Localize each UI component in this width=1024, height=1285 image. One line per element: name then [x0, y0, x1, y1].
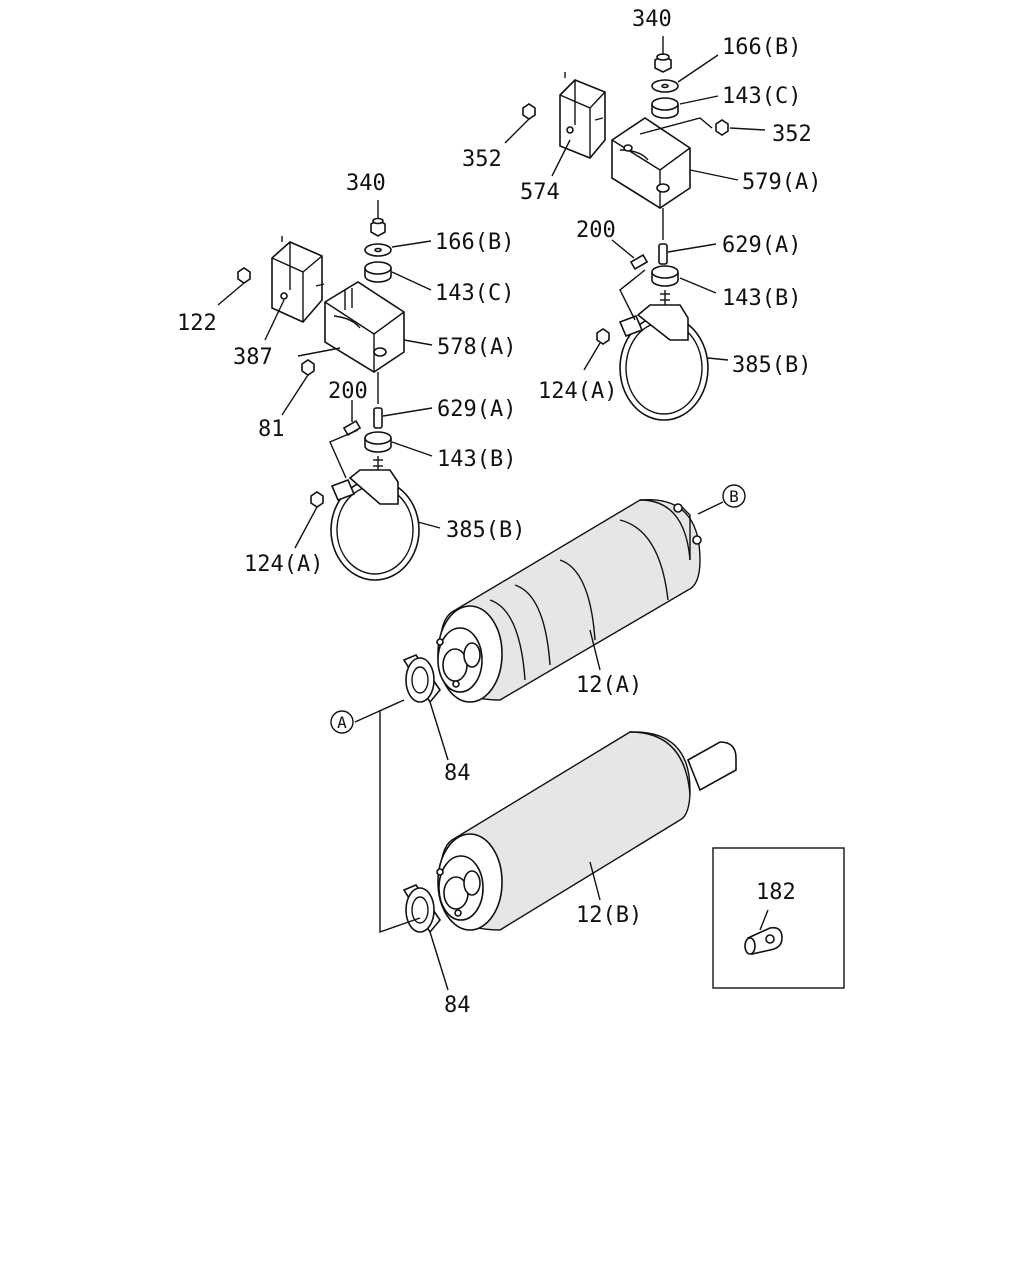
label-122: 122	[177, 311, 217, 336]
label-124a-right: 124(A)	[538, 379, 617, 404]
left-hanger-assembly	[237, 217, 420, 581]
nut-352-left	[522, 103, 536, 120]
label-200-left: 200	[328, 379, 368, 404]
inset-box-182	[712, 847, 845, 989]
ref-a-letter: A	[337, 713, 347, 732]
label-574: 574	[520, 180, 560, 205]
pin-629a-right	[658, 243, 668, 265]
label-84-upper: 84	[444, 761, 471, 786]
nut-122	[237, 267, 251, 284]
rubber-143c-right	[651, 97, 679, 119]
label-578a: 578(A)	[437, 335, 516, 360]
part-labels: 340 166(B) 143(C) 352 352 574 579(A) 200…	[177, 7, 821, 1018]
clamp-band-385b-right	[618, 304, 709, 421]
frame-bracket-387	[271, 236, 325, 323]
muffler-12b	[436, 731, 737, 931]
label-143b-right: 143(B)	[722, 286, 801, 311]
ref-b-letter: B	[729, 487, 739, 506]
label-340-left: 340	[346, 171, 386, 196]
washer-166b-right	[651, 79, 679, 93]
frame-bracket-574	[559, 72, 606, 159]
leader-lines	[217, 36, 766, 991]
label-352-left: 352	[462, 147, 502, 172]
label-143b-left: 143(B)	[437, 447, 516, 472]
hanger-bracket-578a	[324, 281, 405, 373]
nut-352-right	[715, 119, 729, 136]
washer-166b-left	[364, 243, 392, 257]
ref-marker-b: B	[697, 484, 746, 515]
nut-124a-left	[310, 491, 324, 508]
hanger-bracket-579a	[611, 117, 691, 209]
label-385b-right: 385(B)	[732, 353, 811, 378]
label-352-right: 352	[772, 122, 812, 147]
connection-line-a	[354, 699, 421, 933]
bolt-200-right	[629, 253, 649, 271]
label-81: 81	[258, 417, 285, 442]
muffler-12a	[436, 498, 702, 703]
label-166b-right: 166(B)	[722, 35, 801, 60]
gasket-84-upper	[402, 654, 442, 704]
label-629a-left: 629(A)	[437, 397, 516, 422]
label-340-right: 340	[632, 7, 672, 32]
nut-340-right	[654, 53, 672, 73]
label-629a-right: 629(A)	[722, 233, 801, 258]
label-182: 182	[756, 880, 796, 905]
right-hanger-assembly	[522, 53, 729, 421]
label-84-lower: 84	[444, 993, 471, 1018]
label-124a-left: 124(A)	[244, 552, 323, 577]
pin-629a-left	[373, 407, 383, 429]
label-143c-right: 143(C)	[722, 84, 801, 109]
gasket-84-lower	[402, 884, 442, 934]
clamp-band-385b-left	[330, 469, 420, 581]
label-385b-left: 385(B)	[446, 518, 525, 543]
label-579a: 579(A)	[742, 170, 821, 195]
label-200-right: 200	[576, 218, 616, 243]
rubber-143b-right	[651, 265, 679, 287]
rubber-143c-left	[364, 261, 392, 283]
nut-81	[301, 359, 315, 376]
label-143c-left: 143(C)	[435, 281, 514, 306]
label-12b: 12(B)	[576, 903, 642, 928]
label-166b-left: 166(B)	[435, 230, 514, 255]
rubber-143b-left	[364, 431, 392, 453]
clip-182	[744, 926, 783, 955]
label-387: 387	[233, 345, 273, 370]
ref-marker-a: A	[330, 710, 354, 734]
label-12a: 12(A)	[576, 673, 642, 698]
nut-340-left	[370, 217, 386, 237]
nut-124a-right	[596, 328, 610, 345]
